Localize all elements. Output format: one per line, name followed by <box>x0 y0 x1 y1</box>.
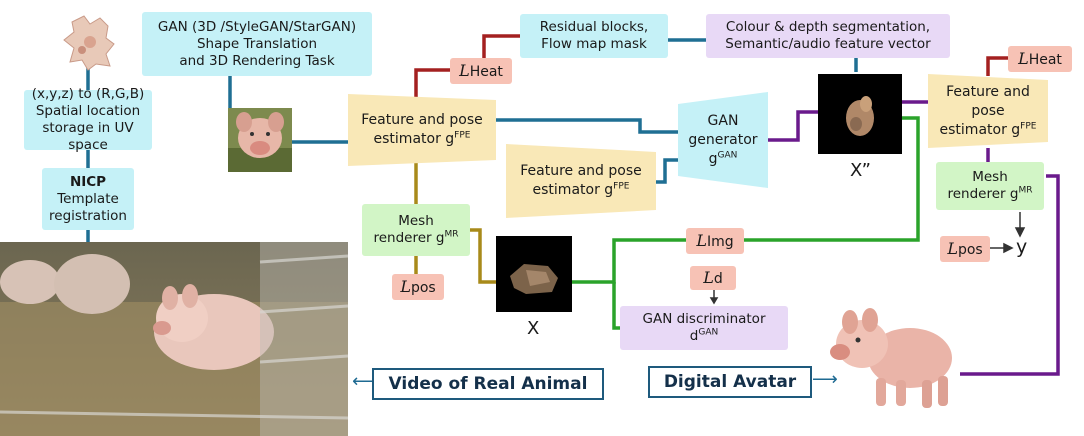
digital-avatar-label: Digital Avatar <box>648 366 812 398</box>
loss-pos-left: Lpos <box>392 274 444 300</box>
uv-line-1: (x,y,z) to (R,G,B) <box>31 86 145 102</box>
residual-line-1: Residual blocks, <box>539 19 649 35</box>
mesh-left-line-1: Mesh <box>398 213 434 229</box>
loss-heat-right: LHeat <box>1008 46 1072 72</box>
rendered-mesh-x-image <box>496 236 572 312</box>
label-y: y <box>1016 236 1028 258</box>
loss-img: LImg <box>686 228 744 254</box>
mesh-left-line-2: renderer gMR <box>373 229 459 246</box>
feature-pose-estimator-right: Feature and pose estimator gFPE <box>928 74 1048 148</box>
feature-pose-estimator-lower: Feature and pose estimator gFPE <box>506 144 656 218</box>
gan-gen-line-2: generator <box>688 131 758 148</box>
pig-face-texture-image <box>228 108 292 172</box>
fpe-right-line-2: estimator gFPE <box>939 120 1037 138</box>
mesh-right-line-2: renderer gMR <box>947 185 1033 202</box>
gan-gen-line-1: GAN <box>707 112 739 129</box>
gan-shape-translation-box: GAN (3D /StyleGAN/StarGAN) Shape Transla… <box>142 12 372 76</box>
mesh-renderer-right: Mesh renderer gMR <box>936 162 1044 210</box>
nicp-box: NICP Template registration <box>42 168 134 230</box>
segmentation-box: Colour & depth segmentation, Semantic/au… <box>706 14 950 58</box>
pig-video-frame-image <box>0 242 348 436</box>
generated-image-x2-image <box>818 74 902 154</box>
gan-gen-line-3: gGAN <box>708 149 738 167</box>
segmentation-line-2: Semantic/audio feature vector <box>725 36 931 52</box>
gan-task-line-2: Shape Translation <box>196 35 318 52</box>
nicp-line-2: registration <box>49 207 127 224</box>
loss-d: Ld <box>690 266 736 290</box>
feature-pose-estimator-main: Feature and pose estimator gFPE <box>348 94 496 166</box>
arrow-left-icon: ⟵ <box>352 371 378 392</box>
fpe-lower-line-1: Feature and pose <box>520 163 642 179</box>
uv-storage-box: (x,y,z) to (R,G,B) Spatial location stor… <box>24 86 152 153</box>
mesh-right-line-1: Mesh <box>972 169 1008 185</box>
label-x-double-prime: X” <box>850 160 871 181</box>
gan-disc-line-1: GAN discriminator <box>642 311 766 327</box>
fpe-main-line-1: Feature and pose <box>361 112 483 128</box>
gan-discriminator-box: GAN discriminator dGAN <box>620 306 788 350</box>
loss-pos-right: Lpos <box>940 236 990 262</box>
gan-task-line-1: GAN (3D /StyleGAN/StarGAN) <box>157 18 357 35</box>
uv-line-2: Spatial location <box>35 103 141 119</box>
nicp-title: NICP <box>69 173 107 190</box>
gan-task-line-3: and 3D Rendering Task <box>179 52 335 69</box>
residual-blocks-box: Residual blocks, Flow map mask <box>520 14 668 58</box>
nicp-line-1: Template <box>57 190 119 207</box>
label-x: X <box>527 318 540 339</box>
video-real-animal-label: Video of Real Animal <box>372 368 604 400</box>
mesh-renderer-left: Mesh renderer gMR <box>362 204 470 256</box>
fpe-lower-line-2: estimator gFPE <box>532 181 630 198</box>
segmentation-line-1: Colour & depth segmentation, <box>725 19 931 35</box>
loss-heat-left: LHeat <box>450 58 512 84</box>
gan-disc-line-2: dGAN <box>689 327 719 344</box>
digital-avatar-pig-image <box>830 308 952 408</box>
arrow-right-icon: ⟶ <box>812 369 838 390</box>
fpe-main-line-2: estimator gFPE <box>373 130 471 147</box>
residual-line-2: Flow map mask <box>541 36 647 52</box>
fpe-right-line-1: Feature and pose <box>946 83 1030 119</box>
gan-generator: GAN generator gGAN <box>678 92 768 188</box>
uv-texture-map-icon <box>63 15 115 71</box>
uv-line-3: storage in UV space <box>42 120 134 153</box>
